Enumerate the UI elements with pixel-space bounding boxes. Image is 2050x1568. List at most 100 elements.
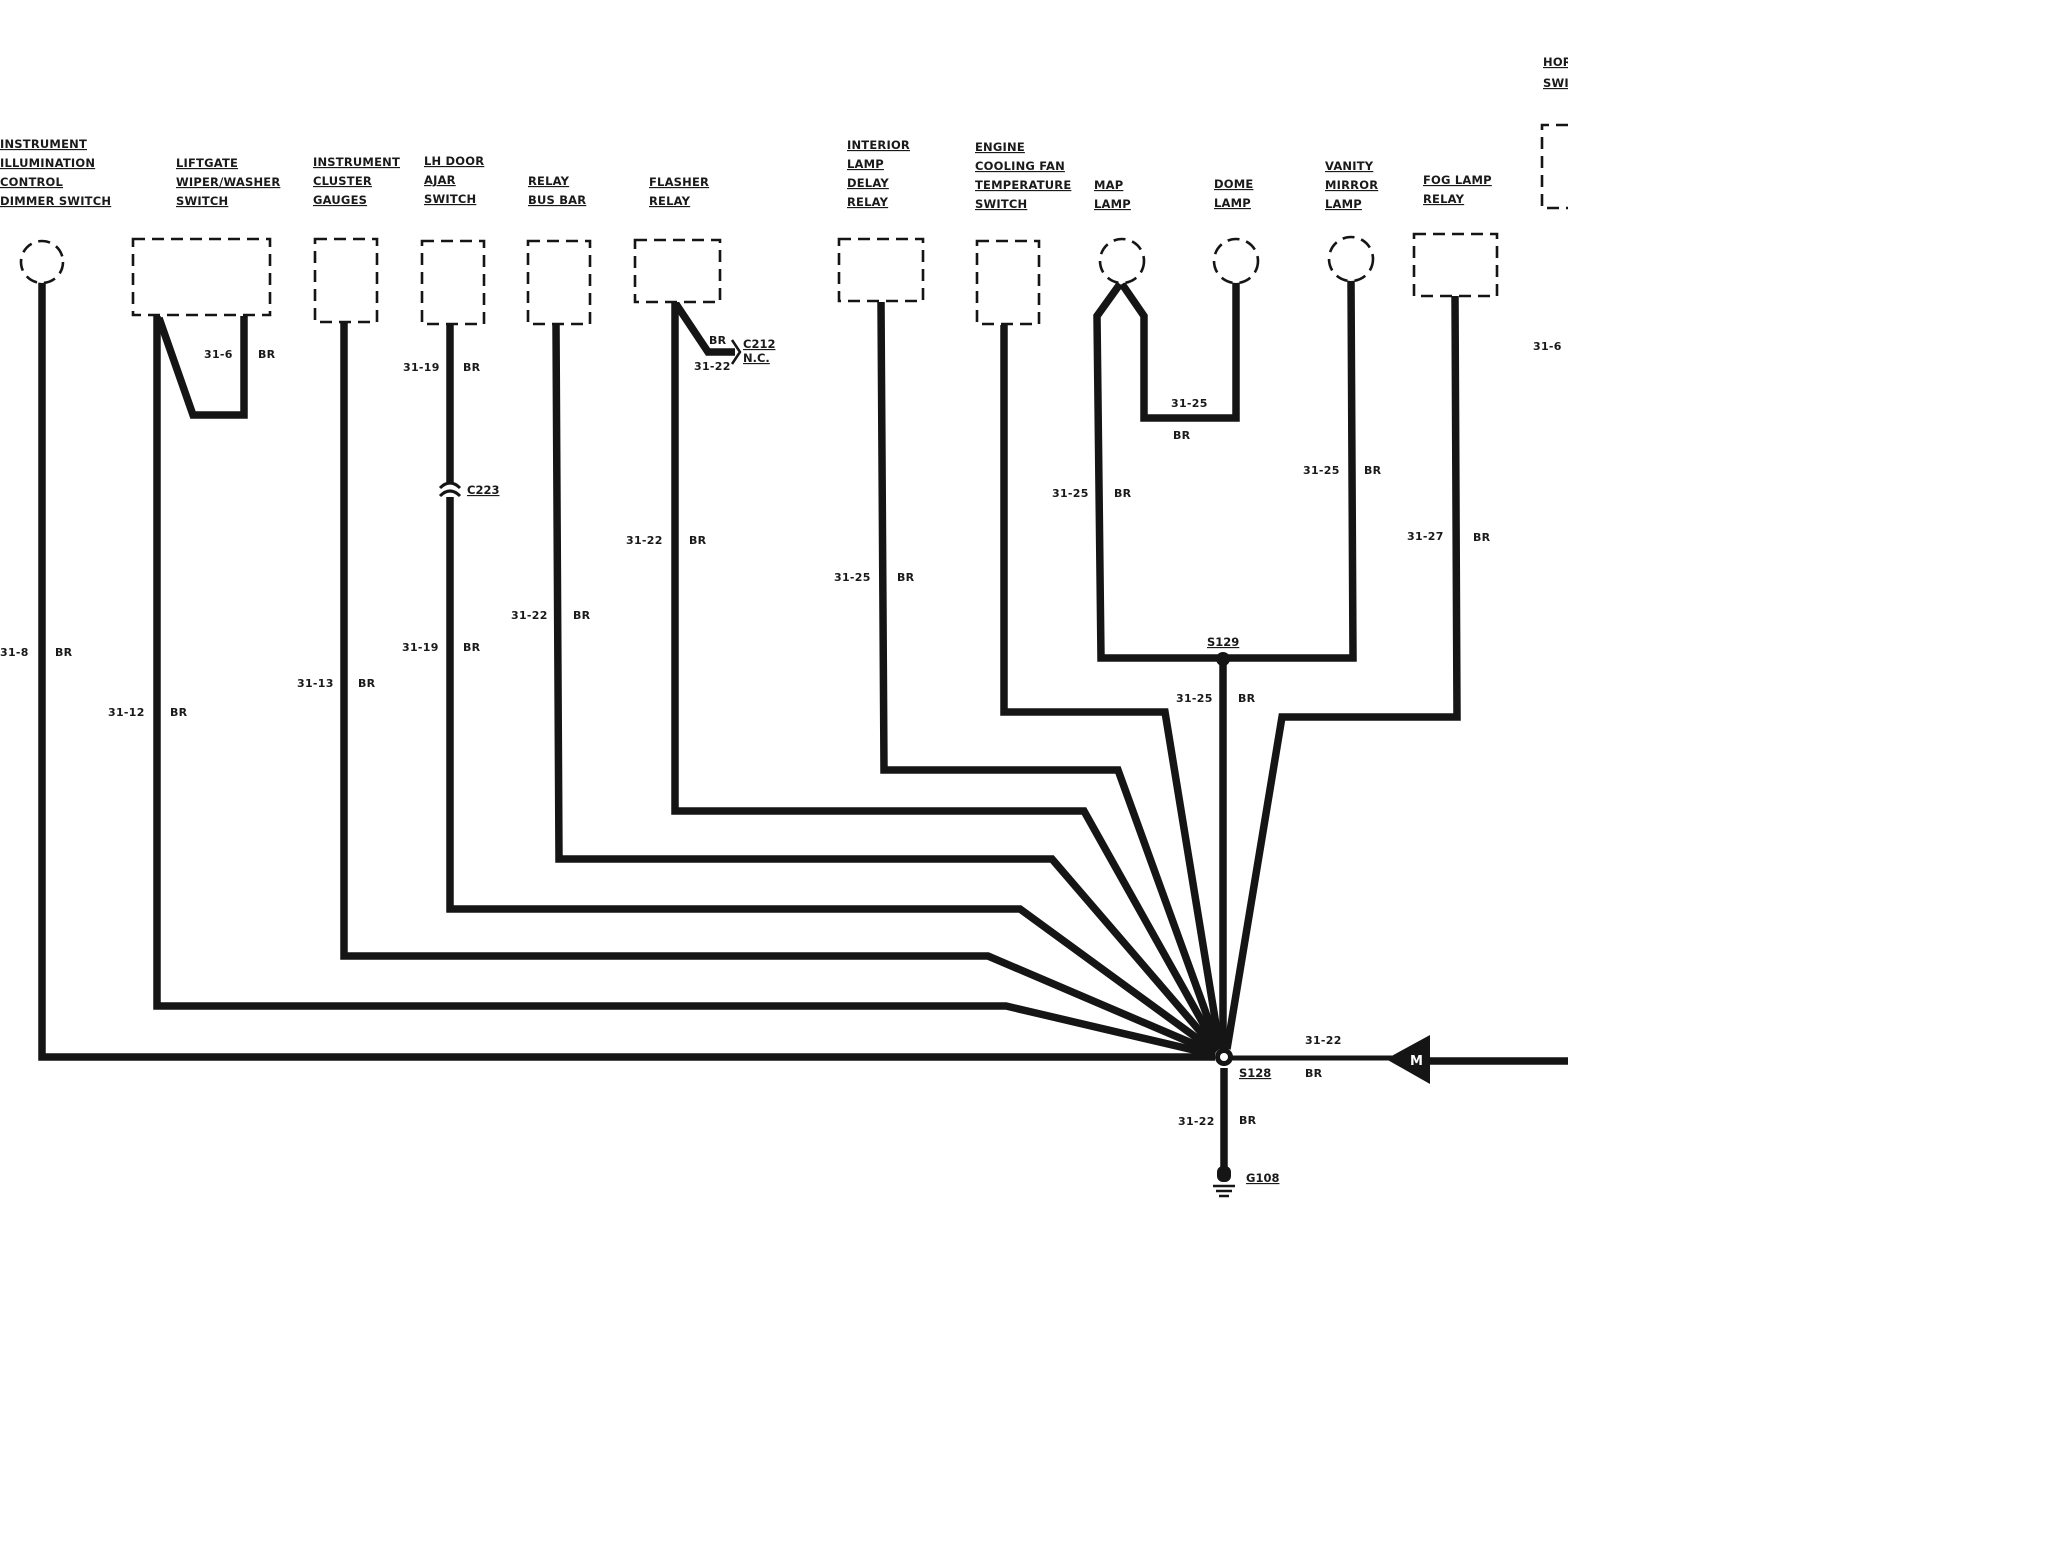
- w-m-in-color: BR: [1305, 1067, 1323, 1080]
- w-relay-bus-color: BR: [573, 609, 591, 622]
- w-fog-color: BR: [1473, 531, 1491, 544]
- wire-interior-delay: [877, 301, 1223, 1051]
- fog-lamp-label-1: FOG LAMP: [1423, 173, 1492, 187]
- w-interior-delay-circuit: 31-25: [834, 571, 871, 584]
- w-flasher-nc-color: BR: [709, 334, 727, 347]
- flasher-label-1: FLASHER: [649, 175, 709, 189]
- wire-liftgate: [153, 316, 1216, 1059]
- fog-lamp-relay-symbol: [1412, 232, 1499, 298]
- wire-harness: [38, 279, 1568, 1168]
- w-dimmer-color: BR: [55, 646, 73, 659]
- door-ajar-symbol: [420, 239, 486, 326]
- m-connector-icon: [1386, 1035, 1430, 1084]
- w-liftgate-a-circuit: 31-6: [204, 348, 233, 361]
- s129-splice-icon: [1216, 652, 1230, 666]
- wire-map-dome-loop: [1118, 281, 1240, 422]
- s128-label: S128: [1239, 1066, 1271, 1080]
- wire-labels: 31-8 BR 31-6 BR 31-12 BR 31-13 BR 31-19 …: [0, 334, 1561, 1128]
- w-m-in-circuit: 31-22: [1305, 1034, 1342, 1047]
- w-door-top-circuit: 31-19: [403, 361, 440, 374]
- w-dimmer-circuit: 31-8: [0, 646, 29, 659]
- c212-connector-icon: [730, 339, 742, 365]
- c212-label: C212: [743, 337, 775, 351]
- dimmer-label-1: INSTRUMENT: [0, 137, 87, 151]
- cooling-fan-label-3: TEMPERATURE: [975, 178, 1071, 192]
- liftgate-label-1: LIFTGATE: [176, 156, 238, 170]
- wire-flasher-nc: [672, 301, 735, 356]
- w-flasher-color: BR: [689, 534, 707, 547]
- liftgate-label-2: WIPER/WASHER: [176, 175, 280, 189]
- component-symbols: [19, 123, 1568, 326]
- cooling-fan-switch-symbol: [975, 239, 1041, 326]
- horn-label-2: SWI: [1543, 76, 1568, 90]
- cooling-fan-label-4: SWITCH: [975, 197, 1027, 211]
- relay-bus-bar-symbol: [526, 239, 592, 326]
- liftgate-label-3: SWITCH: [176, 194, 228, 208]
- w-flasher-nc-circuit: 31-22: [694, 360, 731, 373]
- w-door-bottom-color: BR: [463, 641, 481, 654]
- fog-lamp-label-2: RELAY: [1423, 192, 1465, 206]
- map-lamp-symbol: [1098, 237, 1146, 285]
- g108-label: G108: [1246, 1171, 1279, 1185]
- horn-switch-symbol: [1540, 123, 1568, 210]
- interior-delay-label-3: DELAY: [847, 176, 889, 190]
- component-labels: INSTRUMENT ILLUMINATION CONTROL DIMMER S…: [0, 55, 1568, 211]
- horn-label-1: HOR: [1543, 55, 1568, 69]
- vanity-label-1: VANITY: [1325, 159, 1374, 173]
- door-ajar-label-2: AJAR: [424, 173, 456, 187]
- w-liftgate-b-color: BR: [170, 706, 188, 719]
- w-s129-circuit: 31-25: [1176, 692, 1213, 705]
- door-ajar-label-3: SWITCH: [424, 192, 476, 206]
- connector-symbols: [438, 339, 1430, 1198]
- wire-liftgate-loop: [155, 316, 248, 419]
- wire-door-ajar-lower: [446, 497, 1219, 1056]
- wire-relay-bus: [552, 324, 1220, 1054]
- wire-cluster: [340, 322, 1217, 1057]
- cluster-label-3: GAUGES: [313, 193, 367, 207]
- c212-note-label: N.C.: [743, 351, 770, 365]
- cooling-fan-label-2: COOLING FAN: [975, 159, 1065, 173]
- c223-connector-icon: [438, 481, 462, 490]
- relay-bus-label-1: RELAY: [528, 174, 570, 188]
- interior-delay-label-2: LAMP: [847, 157, 884, 171]
- w-flasher-circuit: 31-22: [626, 534, 663, 547]
- liftgate-switch-symbol: [131, 237, 272, 317]
- w-relay-bus-circuit: 31-22: [511, 609, 548, 622]
- connector-labels: C223 C212 N.C. S129 S128 G108 M: [467, 337, 1423, 1185]
- w-fog-circuit: 31-27: [1407, 530, 1444, 543]
- s128-splice-center: [1220, 1053, 1228, 1061]
- g108-ground-icon: [1213, 1166, 1235, 1198]
- w-cluster-circuit: 31-13: [297, 677, 334, 690]
- wire-vanity: [1223, 279, 1357, 662]
- map-lamp-label-2: LAMP: [1094, 197, 1131, 211]
- dome-lamp-label-1: DOME: [1214, 177, 1253, 191]
- interior-delay-relay-symbol: [837, 237, 925, 303]
- dimmer-switch-symbol: [19, 239, 65, 285]
- interior-delay-label-1: INTERIOR: [847, 138, 910, 152]
- w-door-bottom-circuit: 31-19: [402, 641, 439, 654]
- dimmer-label-3: CONTROL: [0, 175, 64, 189]
- interior-delay-label-4: RELAY: [847, 195, 889, 209]
- w-map-left-color: BR: [1114, 487, 1132, 500]
- dome-lamp-label-2: LAMP: [1214, 196, 1251, 210]
- vanity-label-2: MIRROR: [1325, 178, 1378, 192]
- map-lamp-label-1: MAP: [1094, 178, 1123, 192]
- cooling-fan-label-1: ENGINE: [975, 140, 1025, 154]
- dome-lamp-symbol: [1212, 237, 1260, 285]
- w-map-dome-circuit: 31-25: [1171, 397, 1208, 410]
- w-vanity-color: BR: [1364, 464, 1382, 477]
- w-ground-color: BR: [1239, 1114, 1257, 1127]
- wire-map-left: [1093, 281, 1223, 662]
- wire-fog-lamp: [1223, 295, 1461, 1050]
- w-map-left-circuit: 31-25: [1052, 487, 1089, 500]
- s129-label: S129: [1207, 635, 1239, 649]
- dimmer-label-4: DIMMER SWITCH: [0, 194, 111, 208]
- w-door-top-color: BR: [463, 361, 481, 374]
- cluster-label-1: INSTRUMENT: [313, 155, 400, 169]
- flasher-relay-symbol: [633, 238, 722, 304]
- relay-bus-label-2: BUS BAR: [528, 193, 586, 207]
- w-liftgate-a-color: BR: [258, 348, 276, 361]
- c223-label: C223: [467, 483, 499, 497]
- w-s129-color: BR: [1238, 692, 1256, 705]
- c223-connector-icon-lower: [438, 489, 462, 498]
